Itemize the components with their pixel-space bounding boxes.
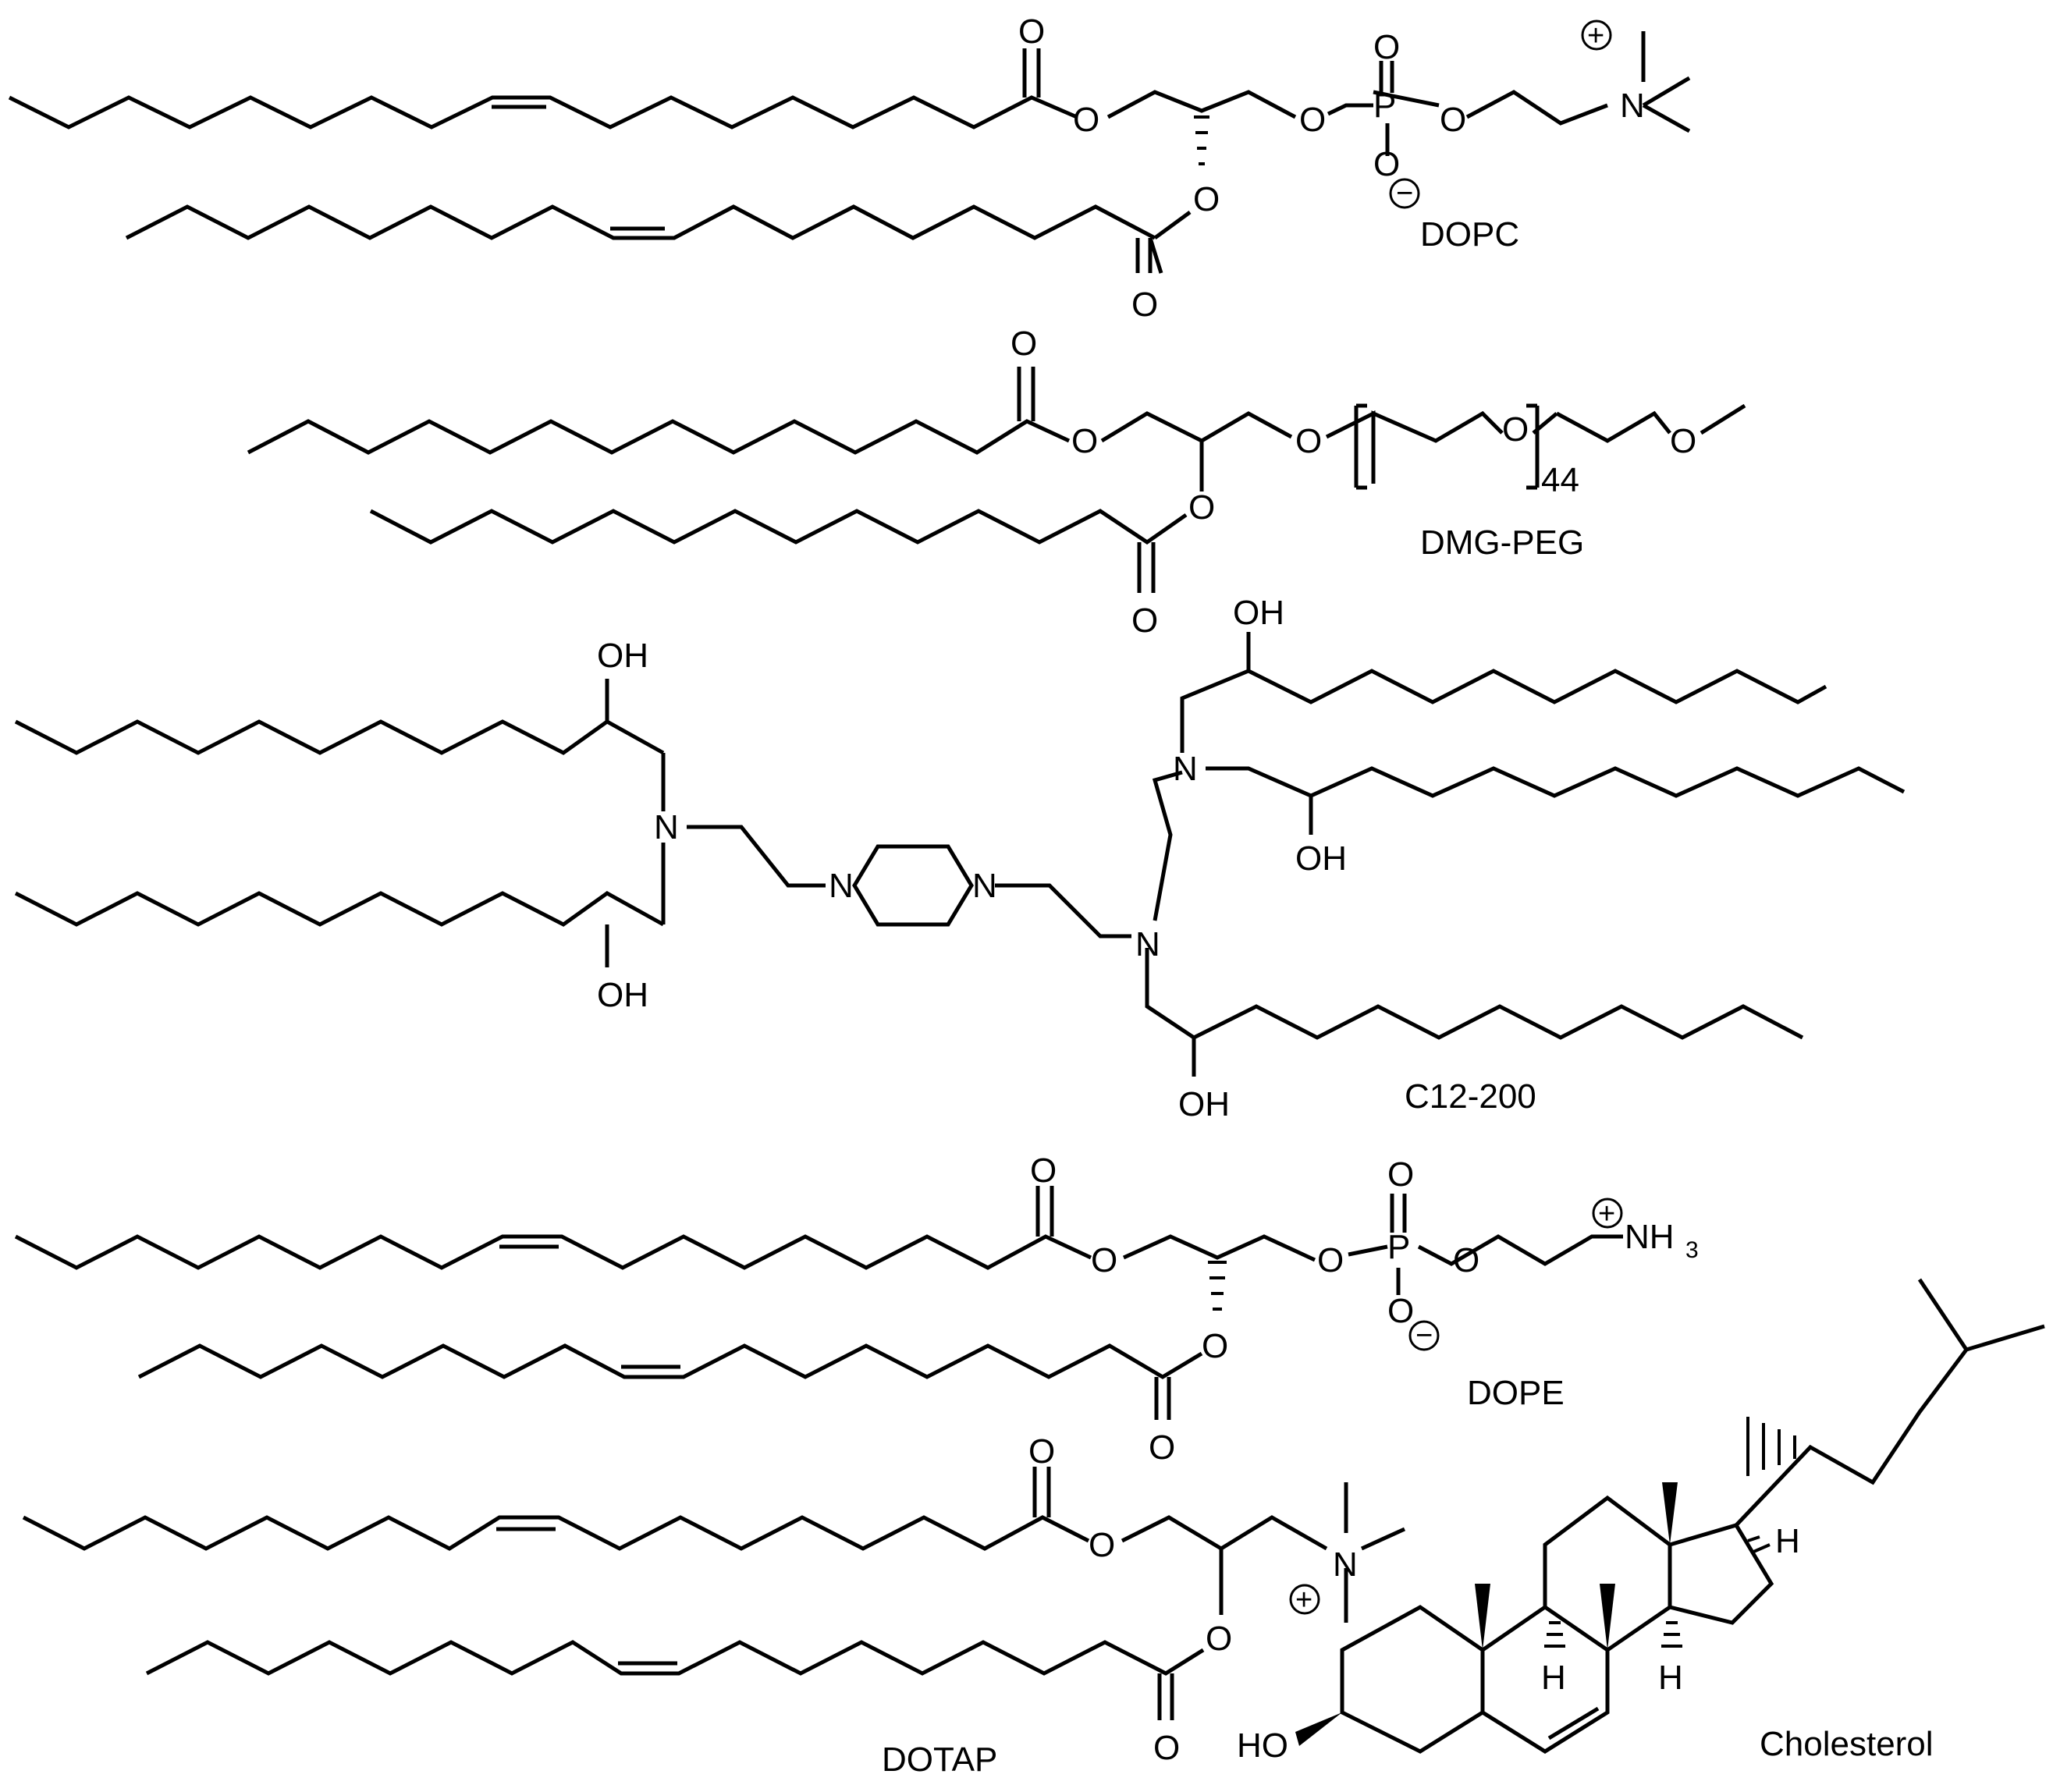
plus-charge-icon: + xyxy=(1289,1584,1320,1616)
atom-o: O xyxy=(1030,1151,1057,1190)
molecule-dopc: O O O O O O P O O N + − DOPC xyxy=(8,12,1691,324)
atom-o: O xyxy=(1153,1729,1180,1767)
atom-o: O xyxy=(1373,145,1400,183)
molecule-name: DOPC xyxy=(1420,215,1519,254)
atom-o: O xyxy=(1193,180,1220,218)
svg-text:+: + xyxy=(1598,1198,1615,1230)
atom-o: O xyxy=(1131,601,1158,640)
atom-n: N xyxy=(1620,87,1645,125)
atom-p: P xyxy=(1387,1228,1410,1266)
atom-oh: OH xyxy=(1233,594,1284,632)
molecule-dmg-peg: O O O O O O O 44 DMG-PEG xyxy=(247,325,1746,640)
svg-text:+: + xyxy=(1587,20,1604,52)
atom-o: O xyxy=(1670,422,1696,460)
atom-o: O xyxy=(1206,1620,1232,1658)
atom-o: O xyxy=(1149,1428,1175,1467)
atom-h: H xyxy=(1541,1659,1566,1697)
atom-o: O xyxy=(1502,410,1529,449)
atom-n: N xyxy=(829,867,854,905)
plus-charge-icon: + xyxy=(1592,1198,1623,1230)
atom-o: O xyxy=(1091,1241,1117,1279)
atom-ho: HO xyxy=(1237,1726,1288,1765)
molecule-dope: O O O O O O P O O NH 3 + − DOPE xyxy=(14,1151,1699,1467)
plus-charge-icon: + xyxy=(1581,20,1612,52)
atom-o: O xyxy=(1373,28,1400,66)
atom-o: O xyxy=(1299,101,1326,139)
atom-h: H xyxy=(1658,1659,1683,1697)
atom-o: O xyxy=(1188,488,1215,527)
atom-o: O xyxy=(1440,101,1466,139)
molecule-c12-200: OH OH N N N N N OH OH OH C12-200 xyxy=(14,594,1906,1123)
peg-repeat-count: 44 xyxy=(1541,461,1579,499)
molecule-name: DOPE xyxy=(1467,1374,1565,1412)
atom-oh: OH xyxy=(1178,1085,1230,1123)
atom-n: N xyxy=(654,808,679,846)
molecule-name: DOTAP xyxy=(882,1741,997,1779)
svg-text:−: − xyxy=(1396,177,1413,210)
molecule-name: DMG-PEG xyxy=(1420,523,1584,562)
molecule-cholesterol: H H H HO Cholesterol xyxy=(1237,1278,2045,1765)
atom-o: O xyxy=(1387,1155,1414,1194)
atom-n: N xyxy=(972,867,997,905)
atom-o: O xyxy=(1131,286,1158,324)
minus-charge-icon: − xyxy=(1389,177,1420,210)
atom-o: O xyxy=(1018,12,1045,51)
atom-oh: OH xyxy=(597,976,648,1014)
atom-oh: OH xyxy=(597,637,648,675)
molecule-name: C12-200 xyxy=(1405,1077,1536,1116)
atom-o: O xyxy=(1387,1292,1414,1330)
molecule-dotap: O O O O N + DOTAP xyxy=(22,1432,1406,1779)
atom-n: N xyxy=(1135,925,1160,963)
atom-h: H xyxy=(1775,1522,1800,1560)
atom-p: P xyxy=(1373,87,1396,125)
atom-o: O xyxy=(1011,325,1037,363)
atom-o: O xyxy=(1073,101,1099,139)
atom-n: N xyxy=(1333,1545,1358,1584)
atom-o: O xyxy=(1028,1432,1055,1471)
atom-o: O xyxy=(1453,1241,1479,1279)
atom-o: O xyxy=(1089,1526,1115,1564)
atom-o: O xyxy=(1295,422,1322,460)
atom-oh: OH xyxy=(1295,839,1347,878)
svg-text:−: − xyxy=(1415,1319,1433,1352)
atom-nh: NH xyxy=(1625,1218,1675,1256)
atom-o: O xyxy=(1202,1327,1228,1365)
minus-charge-icon: − xyxy=(1408,1319,1440,1352)
atom-n: N xyxy=(1173,750,1198,788)
subscript-3: 3 xyxy=(1685,1237,1699,1263)
atom-o: O xyxy=(1071,422,1098,460)
atom-o: O xyxy=(1317,1241,1344,1279)
molecule-name: Cholesterol xyxy=(1760,1725,1934,1763)
svg-text:+: + xyxy=(1295,1584,1312,1616)
